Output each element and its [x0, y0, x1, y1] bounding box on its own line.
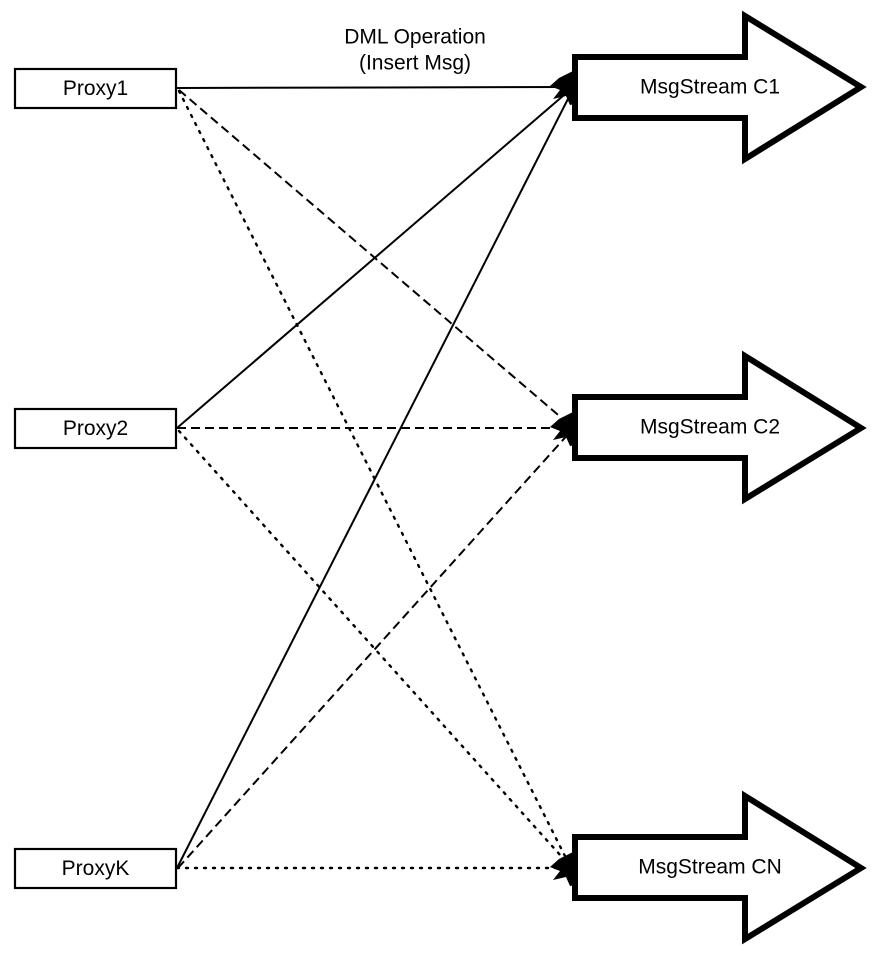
- msgstream-label-c2: MsgStream C2: [640, 416, 780, 439]
- msgstream-shape-cn: [572, 790, 867, 945]
- proxy-label-proxy2: Proxy2: [63, 417, 128, 440]
- proxy-node-proxy1[interactable]: Proxy1: [13, 67, 178, 110]
- proxy-box-proxy2: [13, 407, 178, 450]
- proxy-label-proxy1: Proxy1: [63, 77, 128, 100]
- streams-layer: MsgStream C1 MsgStream C2 MsgStream CN: [572, 10, 867, 945]
- msgstream-label-c1: MsgStream C1: [640, 76, 780, 99]
- msgstream-shape-c1: [572, 10, 867, 165]
- msgstream-label-cn: MsgStream CN: [638, 856, 782, 879]
- edge-caption: DML Operation (Insert Msg): [344, 26, 486, 75]
- arrowhead-cn: [550, 851, 575, 886]
- proxy-node-proxy2[interactable]: Proxy2: [13, 407, 178, 450]
- edges-layer: [175, 86, 573, 870]
- edge-proxy1-to-c1: [176, 86, 572, 89]
- edge-proxy2-to-c1: [176, 88, 572, 429]
- arrowhead-c2: [550, 411, 575, 446]
- proxy-box-proxy1: [13, 67, 178, 110]
- arrowheads-layer: [550, 70, 575, 886]
- msgstream-c2[interactable]: MsgStream C2: [572, 350, 867, 505]
- msgstream-c1[interactable]: MsgStream C1: [572, 10, 867, 165]
- proxy-node-proxyk[interactable]: ProxyK: [13, 847, 178, 890]
- arrowhead-c1: [550, 70, 575, 105]
- msgstream-shape-c2: [572, 350, 867, 505]
- proxy-box-proxyk: [13, 847, 178, 890]
- edge-proxy2-to-cn: [177, 429, 572, 868]
- msgstream-cn[interactable]: MsgStream CN: [572, 790, 867, 945]
- proxy-label-proxyk: ProxyK: [62, 857, 130, 880]
- edge-proxyk-to-c2: [177, 430, 572, 869]
- edge-proxyk-to-c1: [176, 90, 573, 869]
- caption-line-1: DML Operation: [344, 26, 486, 49]
- caption-line-2: (Insert Msg): [359, 52, 471, 75]
